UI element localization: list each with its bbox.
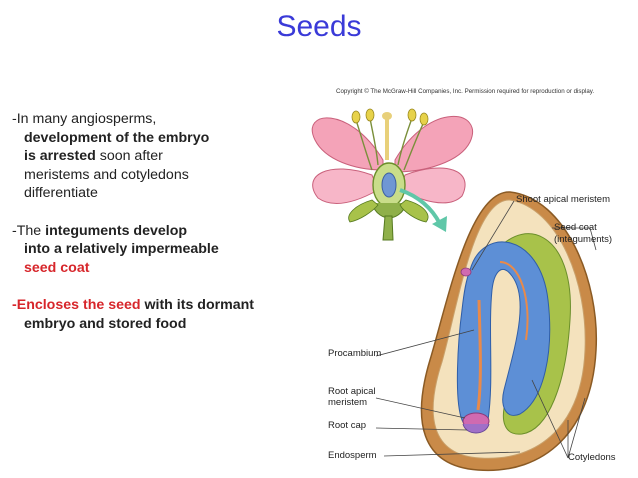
copyright-notice: Copyright © The McGraw-Hill Companies, I…: [336, 88, 595, 95]
label-root-apical-line1: Root apical: [328, 386, 376, 397]
bold-text: with its dormant: [140, 296, 255, 313]
bullet-line: is arrested soon after: [12, 147, 312, 166]
label-cotyledons: Cotyledons: [568, 452, 616, 463]
bold-text: embryo and stored food: [24, 315, 187, 332]
bullet-line: differentiate: [12, 184, 312, 203]
bullet-line: embryo and stored food: [12, 315, 312, 334]
label-root-apical-line2: meristem: [328, 397, 368, 408]
bullet-list: -In many angiosperms, development of the …: [12, 110, 312, 352]
highlighted-text: seed coat: [24, 259, 90, 276]
bullet-line: seed coat: [12, 259, 312, 278]
bold-text: development of the embryo: [24, 129, 210, 146]
seed-diagram: [420, 191, 598, 472]
bold-text: is arrested: [24, 148, 96, 165]
bullet-line: development of the embryo: [12, 129, 312, 148]
label-endosperm: Endosperm: [328, 450, 377, 461]
label-seed-coat: Seed coat: [554, 222, 597, 233]
bold-text: integuments develop: [45, 222, 188, 239]
bullet-line: -In many angiosperms,: [12, 110, 312, 129]
body-text: differentiate: [24, 185, 98, 202]
label-shoot-apical-meristem: Shoot apical meristem: [516, 194, 610, 205]
label-procambium: Procambium: [328, 348, 382, 359]
highlighted-text: -Encloses the seed: [12, 296, 141, 313]
label-leader-lines: [375, 200, 597, 459]
label-integuments: (integuments): [554, 234, 613, 245]
bullet-paragraph: -In many angiosperms, development of the …: [12, 110, 312, 203]
label-root-cap: Root cap: [328, 420, 367, 431]
bullet-line: -Encloses the seed with its dormant: [12, 296, 312, 315]
bullet-line: into a relatively impermeable: [12, 240, 312, 259]
body-text: -The: [12, 222, 46, 239]
body-text: soon after: [95, 148, 163, 165]
flower-illustration: [311, 108, 473, 241]
slide-title: Seeds: [276, 10, 362, 43]
body-text: -In many angiosperms,: [12, 111, 157, 127]
bold-text: into a relatively impermeable: [24, 241, 219, 258]
bullet-line: -The integuments develop: [12, 222, 312, 241]
develops-into-arrow: [399, 188, 442, 225]
body-text: meristems and cotyledons: [24, 166, 189, 183]
bullet-line: meristems and cotyledons: [12, 166, 312, 185]
